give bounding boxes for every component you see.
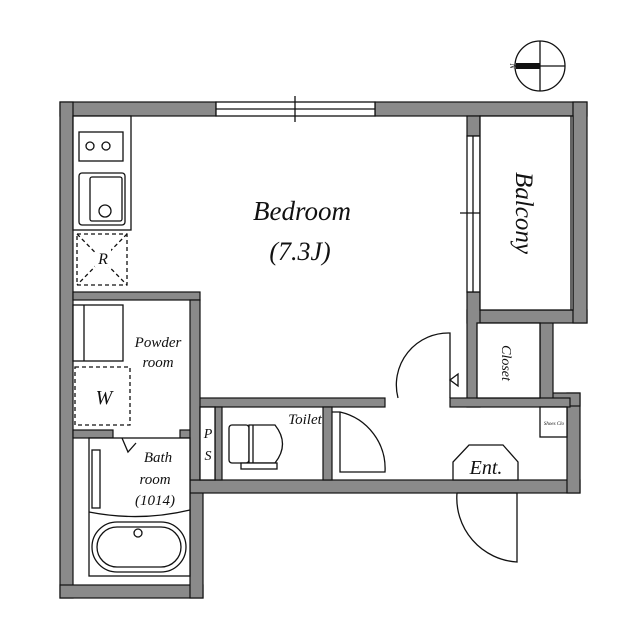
- balcony-label: Balcony: [510, 172, 537, 255]
- bedroom-label: Bedroom: [253, 196, 351, 226]
- washer-space: [74, 366, 131, 426]
- bath-room-label: Bath: [144, 450, 172, 466]
- closet-door-marker: [448, 372, 459, 388]
- entrance-door[interactable]: [456, 492, 518, 563]
- toilet-door[interactable]: [332, 411, 386, 473]
- sink-icon: [78, 172, 126, 226]
- washer-label: W: [96, 387, 115, 409]
- bath-room-size: (1014): [135, 493, 175, 509]
- powder-room-label: Powder: [134, 335, 182, 351]
- compass-icon: N: [508, 40, 566, 92]
- balcony-area: [479, 115, 574, 311]
- pipe-space-label-s: S: [205, 449, 212, 464]
- shoes-closet: [539, 406, 568, 438]
- toilet-fixture-icon: [228, 424, 284, 470]
- toilet-label: Toilet: [288, 412, 322, 428]
- walls: [59, 101, 588, 599]
- bath-room-label-2: room: [139, 472, 170, 488]
- kitchen-counter: [72, 115, 132, 231]
- pipe-space: [199, 406, 216, 481]
- bathtub-icon: [91, 521, 187, 573]
- bedroom-size: (7.3J): [269, 237, 330, 266]
- closet-label: Closet: [498, 345, 513, 382]
- bedroom-door[interactable]: [395, 332, 451, 399]
- refrigerator-label: R: [97, 251, 108, 268]
- balcony-window: [460, 135, 488, 293]
- powder-room-label-2: room: [142, 355, 173, 371]
- closet-area: [476, 322, 541, 399]
- entrance-label: Ent.: [469, 457, 503, 479]
- pipe-space-label-p: P: [203, 427, 213, 442]
- vanity-icon: [72, 304, 124, 362]
- bedroom-top-window: [215, 96, 376, 122]
- shoes-closet-label: Shoes Clo: [544, 422, 565, 427]
- refrigerator-space: R: [76, 233, 128, 286]
- entrance-step: [452, 444, 519, 481]
- compass-north-label: N: [508, 62, 517, 69]
